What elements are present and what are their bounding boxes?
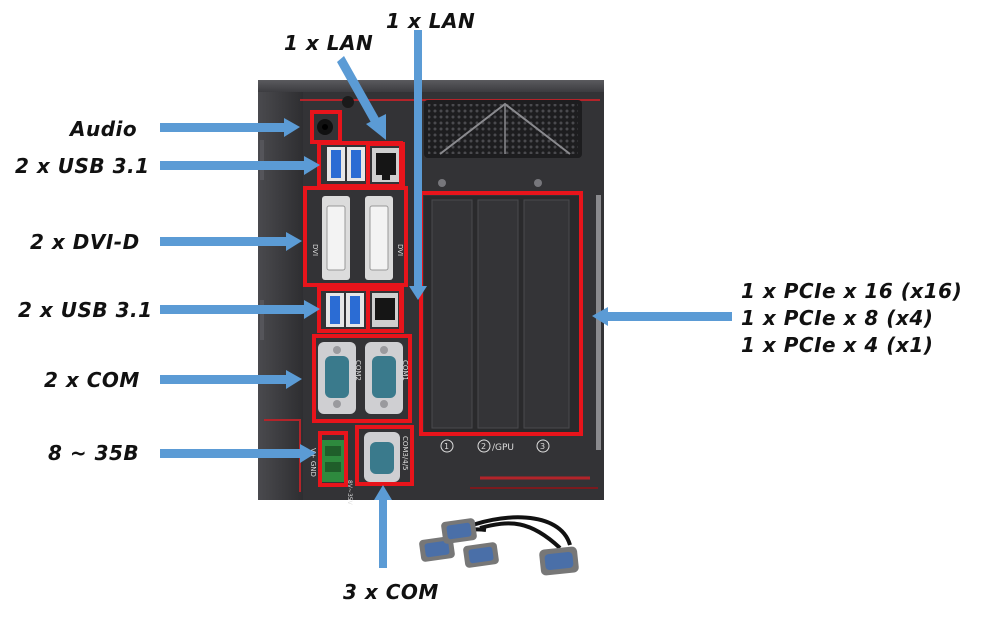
- arrow-power: [160, 444, 316, 463]
- callout-arrows: [160, 30, 732, 568]
- label-usb-top: 2 x USB 3.1: [15, 154, 150, 178]
- label-pcie-8: 1 x PCIe x 8 (x4): [741, 306, 934, 330]
- label-lan-second: 1 x LAN: [284, 31, 374, 55]
- label-com: 2 x COM: [44, 368, 140, 392]
- label-pcie-4: 1 x PCIe x 4 (x1): [741, 333, 934, 357]
- com1-text: COM1: [401, 360, 409, 381]
- label-pcie: 1 x PCIe x 16 (x16) 1 x PCIe x 8 (x4) 1 …: [741, 278, 962, 359]
- highlight-boxes: [303, 110, 583, 487]
- label-power: 8 ~ 35B: [48, 441, 140, 465]
- label-usb-bottom: 2 x USB 3.1: [18, 298, 153, 322]
- pcie-highlight: [419, 191, 583, 436]
- audio-jack-icon: [317, 96, 354, 135]
- db9-port-icon: [318, 342, 403, 414]
- dvi-right-text: DVI: [396, 244, 404, 256]
- power-range-text: 8V~35V: [346, 480, 353, 506]
- power-highlight: [318, 431, 348, 487]
- usb-port-icon: [326, 293, 364, 327]
- slot2-text: 2: [481, 442, 486, 451]
- arrow-audio: [160, 118, 300, 137]
- arrow-usb-top: [160, 156, 320, 175]
- usb-port-icon: [327, 147, 365, 181]
- slot1-text: 1: [444, 442, 449, 451]
- arrow-usb-bottom: [160, 300, 320, 319]
- dvi-port-icon: [322, 196, 393, 280]
- pcie-slots: [424, 196, 579, 432]
- slot2-suffix-text: /GPU: [492, 443, 514, 453]
- dvi-highlight: [303, 186, 408, 287]
- label-pcie-16: 1 x PCIe x 16 (x16): [741, 279, 963, 303]
- dvi-left-text: DVI: [311, 244, 319, 256]
- arrow-com-bottom: [374, 485, 392, 568]
- label-com-bottom: 3 x COM: [343, 580, 439, 604]
- rj45-port-icon: [372, 148, 400, 182]
- arrow-lan-top: [409, 30, 427, 300]
- label-dvi: 2 x DVI-D: [30, 230, 140, 254]
- db9-port-icon: [364, 432, 400, 482]
- vent-grill: [424, 100, 582, 187]
- rj45-port-icon: [372, 293, 398, 327]
- power-terms-text: V+ GND: [309, 448, 317, 477]
- arrow-lan-second: [337, 56, 386, 140]
- lan-bottom-highlight: [366, 287, 404, 333]
- com345-text: COM3/4/5: [401, 436, 409, 471]
- com-highlight: [312, 334, 412, 423]
- com2-text: COM2: [354, 360, 362, 381]
- com3-highlight: [355, 425, 414, 486]
- arrow-pcie: [592, 307, 732, 326]
- label-lan-top: 1 x LAN: [386, 9, 476, 33]
- arrow-dvi: [160, 232, 302, 251]
- terminal-block-icon: [322, 440, 344, 482]
- serial-cable-icon: [419, 515, 579, 576]
- slot3-text: 3: [540, 442, 545, 451]
- label-audio: Audio: [70, 117, 138, 141]
- arrow-com: [160, 370, 302, 389]
